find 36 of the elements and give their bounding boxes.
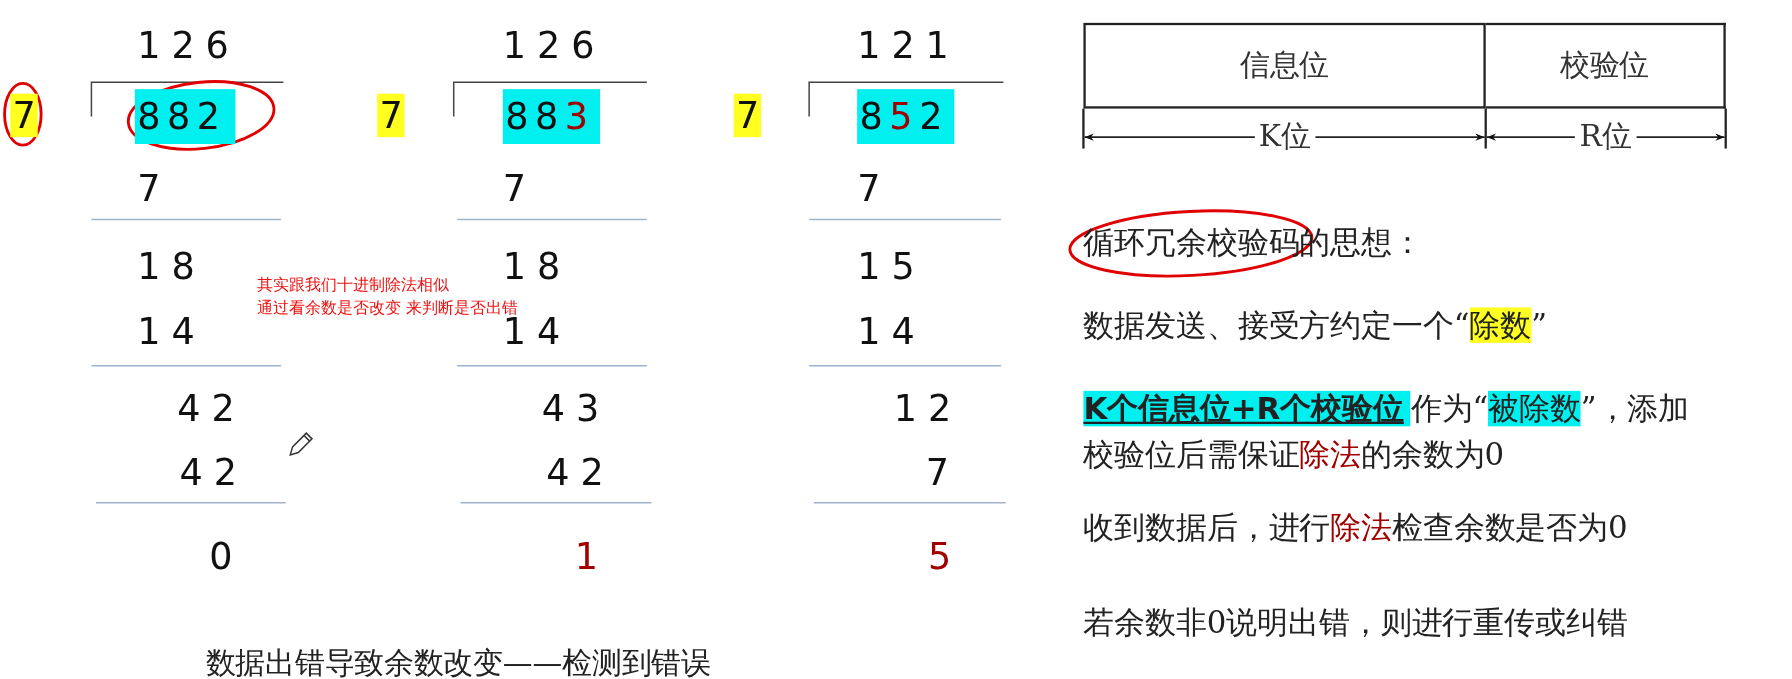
- number: 18: [137, 244, 206, 288]
- hand-drawn-circle: [126, 80, 276, 151]
- dividend: 882: [134, 89, 236, 144]
- note-text: 其实跟我们十进制除法相似: [257, 274, 450, 295]
- paragraph: 收到数据后，进行除法检查余数是否为0: [1083, 508, 1628, 548]
- number: 7: [137, 166, 172, 211]
- number: 7: [857, 166, 892, 211]
- remainder: 0: [209, 534, 244, 579]
- number: 42: [179, 450, 248, 494]
- paragraph: K个信息位+R个校验位 作为“被除数”，添加校验位后需保证除法的余数为0: [1083, 389, 1691, 474]
- dividend: 8 5 2: [857, 89, 955, 144]
- number: 7: [502, 166, 538, 211]
- divisor: 7: [10, 93, 39, 138]
- caption: 数据出错导致余数改变——检测到错误: [205, 644, 711, 679]
- quotient: 126: [137, 24, 240, 68]
- quotient: 126: [502, 24, 606, 68]
- divisor: 7: [377, 93, 405, 138]
- number: 42: [546, 450, 615, 494]
- table-cell: 信息位: [1083, 22, 1486, 109]
- divisor: 7: [733, 93, 762, 138]
- number: 14: [137, 309, 206, 354]
- quotient: 121: [857, 24, 960, 68]
- number: 18: [502, 244, 572, 288]
- number: 7: [925, 450, 960, 494]
- number: 42: [177, 386, 246, 430]
- paragraph: 数据发送、接受方约定一个“除数”: [1083, 306, 1547, 345]
- table-cell: 校验位: [1485, 22, 1726, 109]
- number: 15: [857, 244, 926, 288]
- paragraph: 若余数非0说明出错，则进行重传或纠错: [1083, 603, 1628, 642]
- remainder: 5: [928, 534, 963, 579]
- remainder: 1: [574, 534, 610, 579]
- dividend: 88 3: [502, 89, 600, 144]
- number: 14: [857, 309, 926, 354]
- number: 43: [541, 386, 611, 430]
- hand-drawn-circle: [3, 82, 43, 147]
- number: 12: [893, 386, 963, 430]
